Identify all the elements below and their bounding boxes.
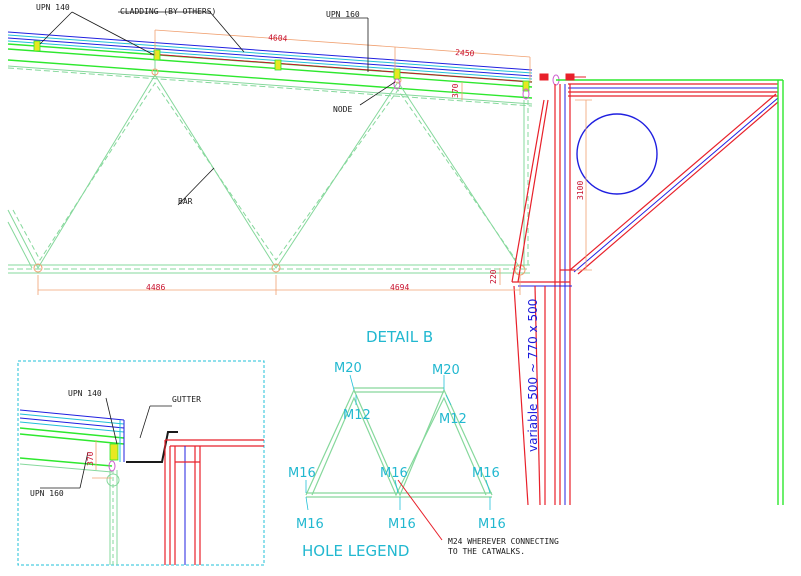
- detail-label-gutter: GUTTER: [172, 395, 201, 404]
- bolt-m20-right: M20: [432, 363, 460, 378]
- detail-box: [17, 360, 265, 566]
- detail-b-truss: [305, 387, 493, 498]
- catwalk-note-line1: M24 WHEREVER CONNECTING: [448, 537, 559, 546]
- dim-2450: 2450: [455, 48, 475, 58]
- column-size-note: variable 500 ~ 770 x 500: [526, 299, 540, 452]
- hole-legend-title: HOLE LEGEND: [302, 542, 409, 560]
- catwalk-note-line2: TO THE CATWALKS.: [448, 547, 525, 556]
- gutter-tip: [539, 73, 586, 81]
- purlin-clips: [33, 40, 530, 92]
- truss-diagonals: [7, 60, 529, 270]
- label-upn160-top: UPN 160: [326, 10, 360, 19]
- dim-4694: 4694: [390, 283, 409, 292]
- detail-b-leaders: [305, 374, 491, 511]
- bolt-m16-mid: M16: [380, 466, 408, 481]
- truss-bottom-chord: [8, 264, 530, 274]
- dim-4604: 4604: [268, 33, 288, 43]
- bolt-m16-left: M16: [288, 466, 316, 481]
- label-bar: BAR: [178, 197, 193, 206]
- dim-370: 370: [451, 83, 460, 98]
- truss-top-chord: [7, 59, 533, 107]
- roof-cladding: [7, 31, 533, 88]
- detail-dim-370: 370: [86, 451, 95, 466]
- detail-label-upn160: UPN 160: [30, 489, 64, 498]
- column-frame: [511, 79, 784, 506]
- bolt-m12-left: M12: [343, 408, 371, 423]
- catwalk-leader: [397, 479, 443, 541]
- detail-label-upn140: UPN 140: [68, 389, 102, 398]
- leader-lines: [39, 11, 396, 206]
- bolt-m12-right: M12: [439, 412, 467, 427]
- circular-opening: [576, 113, 658, 195]
- label-cladding: CLADDING (BY OTHERS): [120, 7, 216, 16]
- bolt-m16-bottom-left: M16: [296, 517, 324, 532]
- bolt-m16-bottom-mid: M16: [388, 517, 416, 532]
- dim-220: 220: [489, 269, 498, 284]
- detail-b-title: DETAIL B: [366, 328, 433, 346]
- bolt-m16-right: M16: [472, 466, 500, 481]
- label-upn140-top: UPN 140: [36, 3, 70, 12]
- label-node: NODE: [333, 105, 352, 114]
- dim-4486: 4486: [146, 283, 165, 292]
- dimension-lines: [37, 29, 592, 295]
- bolt-m20-left: M20: [334, 361, 362, 376]
- bolt-m16-bottom-right: M16: [478, 517, 506, 532]
- dim-3100: 3100: [576, 181, 585, 200]
